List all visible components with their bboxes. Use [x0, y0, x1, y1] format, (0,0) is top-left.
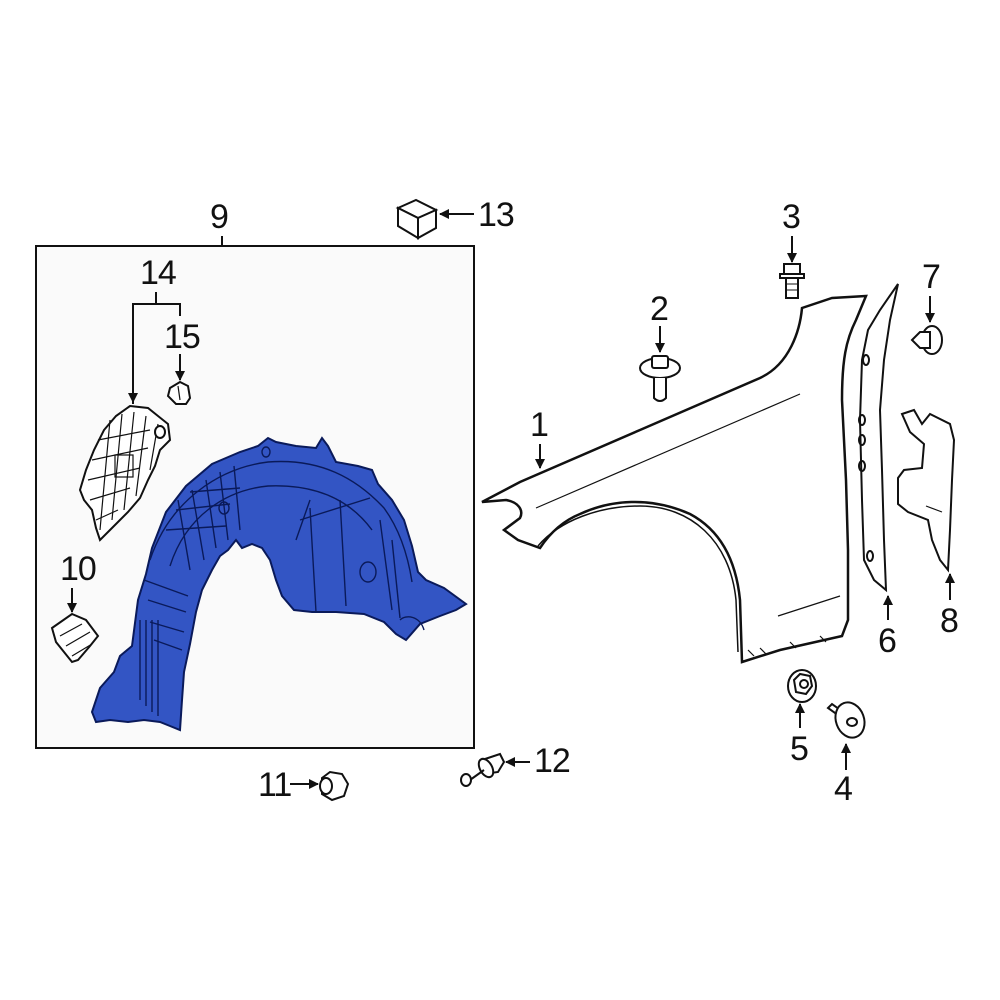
callout-12: 12 [534, 742, 571, 780]
block-part-13[interactable] [395, 198, 474, 240]
callout-4: 4 [834, 770, 853, 808]
flange-bolt-part-3[interactable] [779, 236, 805, 299]
stud-bolt-part-4[interactable] [826, 698, 869, 770]
callout-3: 3 [782, 198, 801, 236]
fender-liner-highlighted[interactable] [90, 436, 468, 732]
liner-bracket-part-10[interactable] [50, 588, 100, 664]
callout-13: 13 [478, 196, 515, 234]
splash-shield-part-14[interactable] [78, 404, 172, 542]
flange-nut-part-11[interactable] [290, 770, 350, 802]
callout-7: 7 [922, 258, 941, 296]
callout-15: 15 [164, 318, 201, 356]
callout-8: 8 [940, 602, 959, 640]
callout-2: 2 [650, 290, 669, 328]
callout-11: 11 [258, 766, 292, 804]
grommet-clip-part-7[interactable] [910, 296, 943, 355]
callout-14-15-leaders [128, 292, 185, 404]
push-clip-part-2[interactable] [639, 326, 681, 402]
callout-5: 5 [790, 730, 809, 768]
clip-part-15[interactable] [166, 380, 192, 405]
callout-10: 10 [60, 550, 97, 588]
callout-9: 9 [210, 198, 229, 236]
fender-part-1[interactable] [481, 294, 868, 664]
callout-1: 1 [530, 406, 549, 444]
rivet-clip-part-12[interactable] [460, 752, 530, 787]
callout-14: 14 [140, 254, 177, 292]
fender-bracket-part-6[interactable] [858, 283, 899, 620]
insulator-part-8[interactable] [897, 408, 956, 600]
nut-part-5[interactable] [787, 669, 817, 728]
callout-6: 6 [878, 622, 897, 660]
